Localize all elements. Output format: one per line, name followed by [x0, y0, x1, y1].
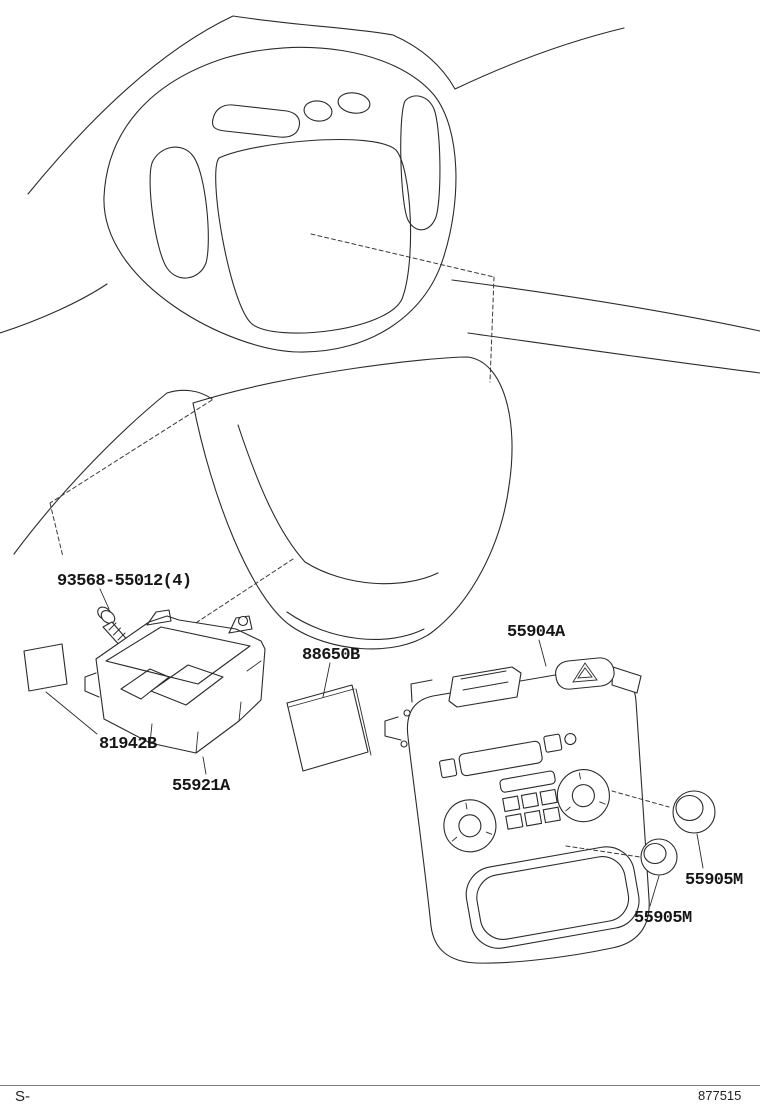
panel-bezel-outline [406, 667, 650, 964]
mounting-guide-dashed-lines [49, 233, 495, 637]
label-leader-lines [45, 588, 704, 907]
screw-threads [108, 622, 126, 641]
heater-control-55904A-illustration [384, 657, 650, 964]
panel-display-left-button [438, 758, 458, 779]
knob-55905M-upper-illustration [672, 790, 716, 834]
panel-display-right-button [543, 733, 563, 753]
dash-body-lines [0, 15, 760, 555]
panel-knob-left-center [458, 814, 482, 838]
hazard-triangle-icon [572, 662, 598, 683]
screw-head-base [100, 610, 116, 624]
pad-81942B-shape [23, 643, 68, 692]
hazard-switch-body [555, 657, 615, 690]
panel-opening-rim [465, 846, 640, 949]
center-cluster-opening [215, 138, 412, 334]
knob-55905M-lower-illustration [640, 838, 678, 876]
panel-bracket-screw-1 [403, 709, 411, 717]
panel-face-controls [438, 732, 640, 949]
part-label-amplifier: 88650B [302, 646, 360, 665]
panel-knob-right-center [571, 784, 595, 808]
panel-knob-left [443, 799, 497, 853]
knob-lower-body [640, 838, 678, 876]
unit-mounting-tabs [84, 609, 253, 698]
panel-bracket-screw-2 [400, 740, 408, 748]
control-unit-55921A-illustration [84, 609, 266, 754]
knob-guide-dashed-lines [565, 790, 670, 858]
amplifier-88650B-illustration [286, 684, 372, 772]
amplifier-plate [286, 684, 369, 772]
knob-lower-cap [643, 842, 667, 865]
dashboard-illustration [0, 15, 760, 555]
footer-section-code: S- [15, 1088, 30, 1105]
center-cluster-outline [103, 46, 457, 353]
panel-display [458, 740, 543, 777]
part-label-control-unit: 55921A [172, 777, 231, 796]
unit-clip [237, 615, 249, 627]
part-label-knob-upper: 55905M [685, 871, 743, 890]
amplifier-plate-bevel [288, 688, 372, 756]
defroster-slot [211, 104, 301, 138]
panel-knob-right-ticks [565, 772, 606, 812]
part-label-control-panel: 55904A [507, 623, 566, 642]
center-console-illustration [192, 356, 513, 650]
panel-knob-right [556, 769, 610, 823]
knob-upper-cap [675, 794, 704, 822]
console-contours [237, 424, 439, 640]
left-air-vent [149, 146, 209, 279]
part-label-knob-lower: 55905M [634, 909, 692, 928]
panel-knob-left-ticks [451, 802, 493, 842]
unit-connectors [120, 664, 224, 706]
panel-opening-inner [476, 856, 630, 940]
knob-upper-body [672, 790, 716, 834]
panel-connector-pins [460, 670, 509, 691]
unit-edge-details [149, 660, 262, 754]
panel-mode-wide-button [499, 770, 556, 793]
part-label-screw: 93568-55012(4) [57, 572, 191, 591]
part-label-pad: 81942B [99, 735, 157, 754]
panel-left-bracket [384, 679, 433, 741]
panel-top-connector [448, 666, 522, 708]
defroster-slot-small [303, 100, 333, 122]
console-outline [192, 356, 513, 650]
sensor-grille [337, 92, 371, 114]
right-air-vent [400, 95, 441, 231]
footer-figure-number: 877515 [698, 1088, 741, 1103]
panel-button-grid [502, 788, 561, 830]
panel-indicator-dot [564, 732, 577, 746]
